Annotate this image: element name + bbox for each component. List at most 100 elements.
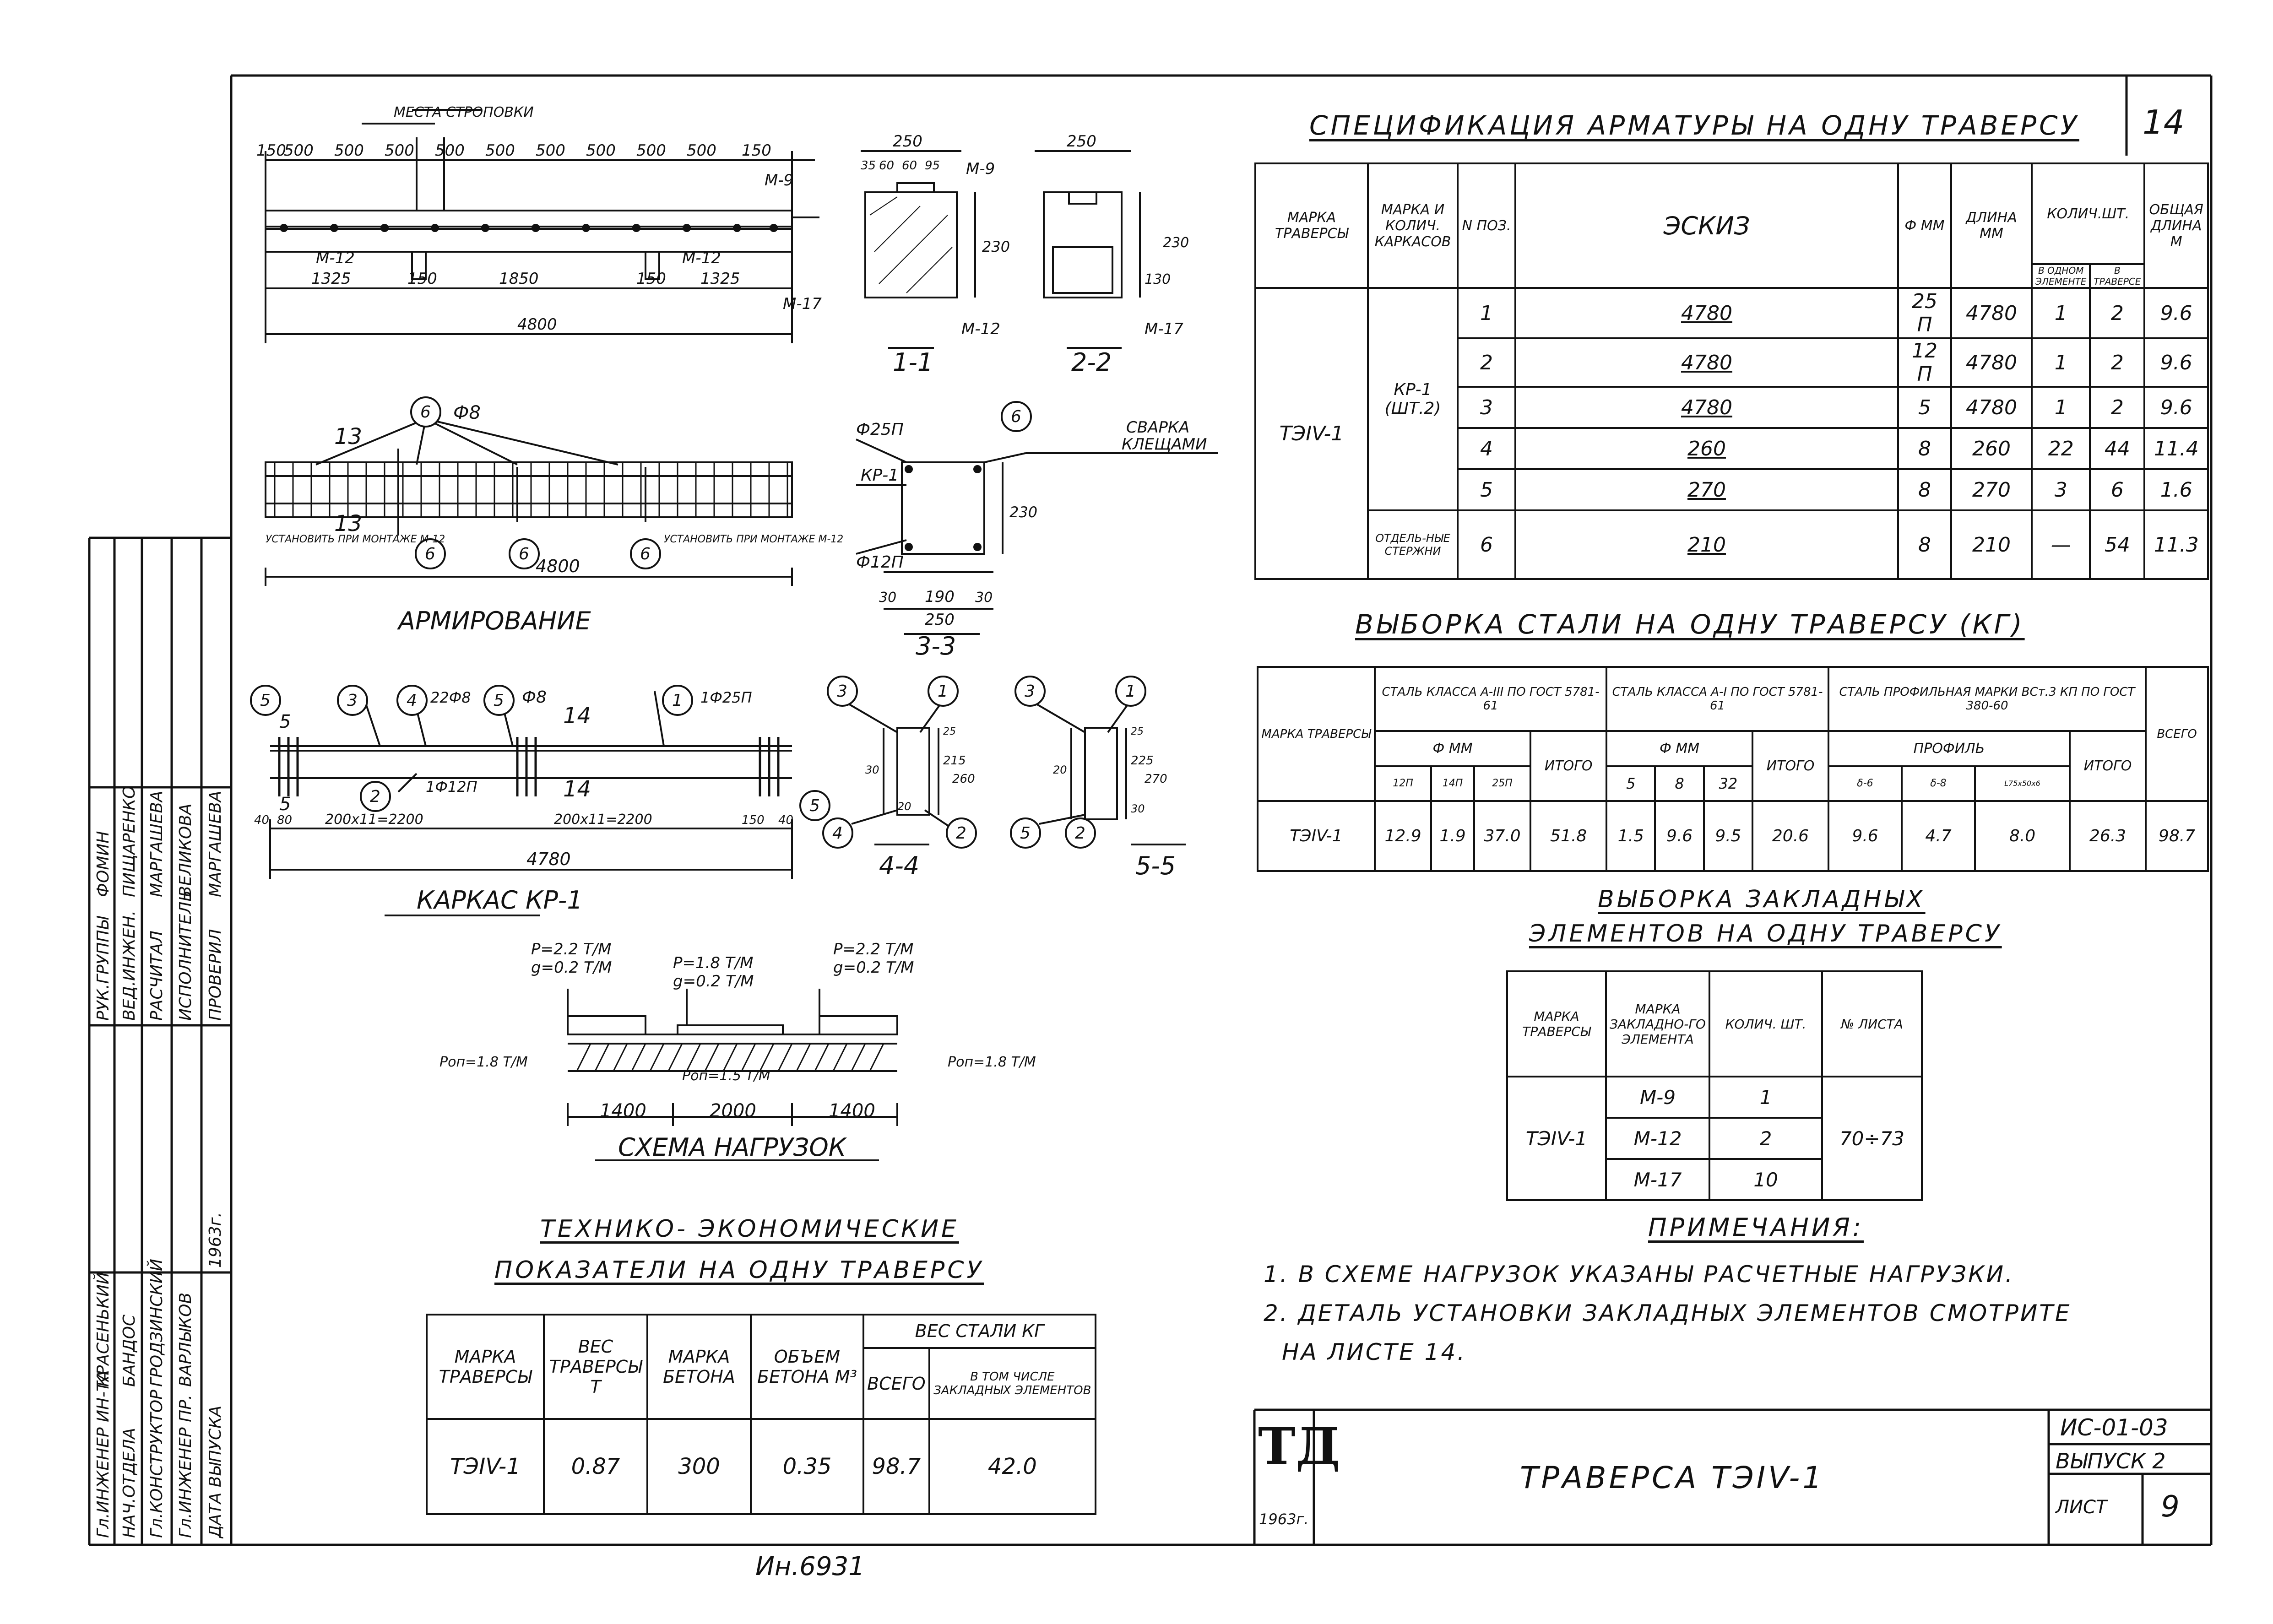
frame-label-1f12: 1Ф12П: [426, 778, 477, 796]
steel-prof-1: 9.6: [1827, 800, 1903, 872]
spec-len: 4780: [1950, 386, 2033, 429]
frame-kr1: 5 3 4 5 1 2 5 22Ф8 Ф8 1Ф25П 1Ф12П 14 14 …: [250, 685, 830, 916]
section-3-3: 6 Ф25П КР-1 Ф12П СВАРКА КЛЕЩАМИ 230 30 1…: [856, 401, 1218, 659]
section-5-5: 3 1 5 2 25 225 270 30 20 5-5: [1010, 676, 1186, 880]
tech-h-steel-embed: В ТОМ ЧИСЛЕ ЗАКЛАДНЫХ ЭЛЕМЕНТОВ: [928, 1347, 1097, 1420]
frame-sec-14-bot: 14: [563, 776, 591, 802]
notes-title: ПРИМЕЧАНИЯ:: [1648, 1213, 1864, 1242]
sec55-pos-1: 1: [1125, 682, 1136, 701]
sec11-dim-4: 95: [925, 159, 940, 173]
reinf-note-right: УСТАНОВИТЬ ПРИ МОНТАЖЕ М-12: [664, 534, 843, 545]
embed-sheets: 70÷73: [1821, 1076, 1923, 1201]
frame-dim-1: 40: [254, 813, 269, 827]
dim-top-3: 500: [334, 141, 364, 160]
stamp-name-2: БАНДОС: [120, 1315, 139, 1387]
tag-m9: М-9: [765, 171, 793, 189]
spec-sketch: 260: [1514, 427, 1899, 470]
spec-pos: 1: [1457, 287, 1516, 339]
embed-table: МАРКА ТРАВЕРСЫ МАРКА ЗАКЛАДНО-ГО ЭЛЕМЕНТ…: [1506, 970, 1923, 1201]
spec-h-dia: Ф ММ: [1897, 162, 1952, 289]
tech-steel-embed: 42.0: [928, 1418, 1097, 1515]
spec-len: 4780: [1950, 287, 2033, 339]
frame-pos-4: 4: [407, 691, 417, 710]
stamp-role-4: Гл.ИНЖЕНЕР ПР.: [176, 1394, 195, 1538]
sec22-h1: 130: [1145, 271, 1171, 287]
load-pop-mid: Pоп=1.5 Т/М: [682, 1068, 770, 1084]
sec33-width: 250: [925, 611, 955, 629]
dim-top-1: 150: [256, 141, 286, 160]
spec-q2: 54: [2089, 509, 2146, 580]
spec-dia: 8: [1897, 427, 1952, 470]
sec44-dim-5: 30: [865, 763, 879, 776]
sheet-title: ТРАВЕРСА ТЭIV-1: [1520, 1460, 1825, 1495]
stamp-name-6: ФОМИН: [94, 831, 113, 897]
note-1: 1. В СХЕМЕ НАГРУЗОК УКАЗАНЫ РАСЧЕТНЫЕ НА…: [1264, 1261, 2014, 1288]
stamp-name-5: 1963г.: [206, 1212, 225, 1268]
section-2-2: 250 130 230 М-17 2-2: [1035, 133, 1189, 377]
spec-sketch: 210: [1514, 509, 1899, 580]
frame-sec-5-top: 5: [279, 711, 291, 732]
sec22-caption: 2-2: [1071, 348, 1112, 377]
tech-h-volume: ОБЪЕМ БЕТОНА М³: [750, 1313, 864, 1420]
spec-h-qty: КОЛИЧ.ШТ.: [2030, 162, 2146, 265]
sec55-dim-1: 25: [1131, 726, 1144, 737]
steel-h-a3-dia: Ф ММ: [1373, 730, 1532, 767]
spec-len: 4780: [1950, 337, 2033, 388]
corner-sheet-number: 14: [2143, 103, 2185, 141]
beam-elevation: МЕСТА СТРОПОВКИ 150 500 500 500 500 500 …: [256, 104, 822, 343]
steel-sub-prof-2: δ-8: [1900, 765, 1976, 802]
spec-len: 260: [1950, 427, 2033, 470]
reinf-circle-2: 6: [519, 545, 529, 563]
spec-title: СПЕЦИФИКАЦИЯ АРМАТУРЫ НА ОДНУ ТРАВЕРСУ: [1309, 110, 2079, 141]
reinf-caption: АРМИРОВАНИЕ: [397, 606, 591, 632]
sec55-dim-4: 30: [1131, 802, 1145, 815]
reinf-circle-1: 6: [425, 545, 435, 563]
tech-weight: 0.87: [543, 1418, 648, 1515]
sec33-dim-3: 30: [975, 590, 993, 606]
spec-dia: 12 П: [1897, 337, 1952, 388]
dim-top-6: 500: [485, 141, 515, 160]
steel-h-a1-itogo: ИТОГО: [1751, 730, 1829, 802]
steel-sub-prof-1: δ-6: [1827, 765, 1903, 802]
sec11-width: 250: [893, 133, 922, 151]
steel-a1-3: 9.5: [1703, 800, 1753, 872]
load-span-2: 2000: [710, 1100, 756, 1121]
sec11-dim-2: 60: [879, 159, 894, 173]
spec-pos: 4: [1457, 427, 1516, 470]
sheet-number: 9: [2161, 1490, 2180, 1524]
load-caption: СХЕМА НАГРУЗОК: [618, 1133, 847, 1162]
stamp-name-3: ГРОДЗИНСКИЙ: [147, 1259, 166, 1387]
tech-mark: ТЭIV-1: [426, 1418, 545, 1515]
spec-q1: 22: [2030, 427, 2091, 470]
sec11-tag-m12: М-12: [961, 320, 1000, 338]
sec44-dim-2: 215: [943, 754, 966, 768]
sec55-pos-3: 3: [1025, 682, 1035, 701]
steel-sub-a3-1: 12П: [1373, 765, 1432, 802]
dim-top-10: 500: [687, 141, 716, 160]
spec-total: 9.6: [2143, 287, 2209, 339]
stamp-role-6: РУК.ГРУППЫ: [94, 916, 113, 1021]
sec33-caption: 3-3: [916, 632, 956, 659]
tech-steel-total: 98.7: [863, 1418, 930, 1515]
tech-volume: 0.35: [750, 1418, 864, 1515]
sec33-bar-top: Ф25П: [856, 420, 904, 439]
steel-table: МАРКА ТРАВЕРСЫ СТАЛЬ КЛАССА А-III ПО ГОС…: [1257, 666, 2209, 872]
dim-mid-2: 150: [407, 270, 437, 288]
sec44-dim-3: 260: [952, 772, 975, 786]
dim-top-11: 150: [742, 141, 771, 160]
sec55-dim-3: 270: [1145, 772, 1167, 786]
frame-total: 4780: [526, 849, 571, 869]
spec-total: 11.4: [2143, 427, 2209, 470]
stamp-name-4: ВАРЛЫКОВ: [176, 1292, 195, 1387]
stamp-role-3: Гл.КОНСТРУКТОР: [147, 1390, 166, 1538]
steel-h-a1-dia: Ф ММ: [1606, 730, 1753, 767]
steel-sub-a1-1: 5: [1606, 765, 1656, 802]
note-3: НА ЛИСТЕ 14.: [1282, 1339, 1467, 1365]
spec-sketch: 4780: [1514, 386, 1899, 429]
spec-frame: КР-1 (ШТ.2): [1367, 287, 1459, 511]
stamp-role-7: ВЕД.ИНЖЕН.: [120, 910, 139, 1021]
frame-pos-2: 2: [370, 787, 380, 806]
spec-h-q1: В ОДНОМ ЭЛЕМЕНТЕ: [2030, 263, 2091, 289]
steel-h-profile: ПРОФИЛЬ: [1827, 730, 2071, 767]
stamp-role-9: ИСПОЛНИТЕЛЬ: [176, 890, 195, 1021]
